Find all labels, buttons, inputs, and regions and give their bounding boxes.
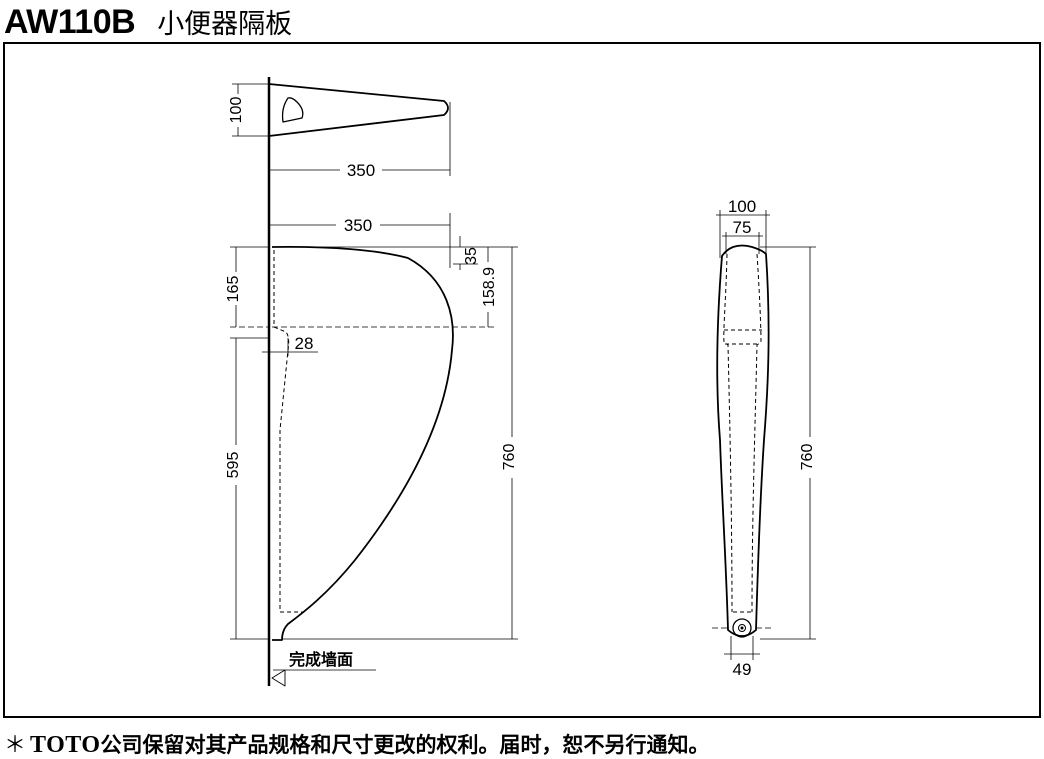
dim-top-view-length: 350 bbox=[347, 161, 375, 180]
front-hidden-right bbox=[751, 253, 762, 613]
notice-text: 公司保留对其产品规格和尺寸更改的权利。届时，恕不另行通知。 bbox=[100, 733, 710, 757]
dim-bulge-height: 158.9 bbox=[481, 267, 498, 307]
mounting-slot-icon bbox=[281, 97, 304, 123]
front-view-outline bbox=[716, 244, 770, 637]
dim-top-view-depth: 100 bbox=[228, 97, 245, 124]
model-code: AW110B bbox=[4, 3, 136, 41]
dim-step: 28 bbox=[295, 334, 314, 353]
dim-upper-height: 165 bbox=[225, 276, 242, 303]
support-bolt-icon bbox=[732, 618, 752, 638]
product-name: 小便器隔板 bbox=[157, 9, 293, 40]
hidden-back-outline bbox=[273, 250, 303, 613]
title-bar: AW110B 小便器隔板 bbox=[4, 2, 292, 42]
dim-front-total-height: 760 bbox=[799, 444, 816, 471]
top-view-outline bbox=[268, 83, 449, 137]
dim-top-offset: 35 bbox=[463, 247, 480, 265]
footnote-star: ＊ bbox=[4, 733, 27, 758]
dim-total-height: 760 bbox=[501, 444, 518, 471]
wall-label: 完成墙面 bbox=[289, 650, 353, 669]
partition-side-outline bbox=[271, 245, 454, 641]
dim-front-bottom-width: 49 bbox=[733, 660, 752, 679]
dim-front-inner-width: 75 bbox=[733, 218, 752, 237]
front-hidden-left bbox=[723, 253, 733, 613]
dim-front-outer-width: 100 bbox=[728, 197, 756, 216]
dim-lower-height: 595 bbox=[225, 452, 242, 479]
footer-notice: ＊TOTO公司保留对其产品规格和尺寸更改的权利。届时，恕不另行通知。 bbox=[4, 727, 710, 759]
wall-marker-icon bbox=[271, 669, 286, 687]
dim-side-length: 350 bbox=[344, 216, 372, 235]
drawing-frame bbox=[3, 42, 1041, 718]
brand-name: TOTO bbox=[30, 732, 101, 758]
